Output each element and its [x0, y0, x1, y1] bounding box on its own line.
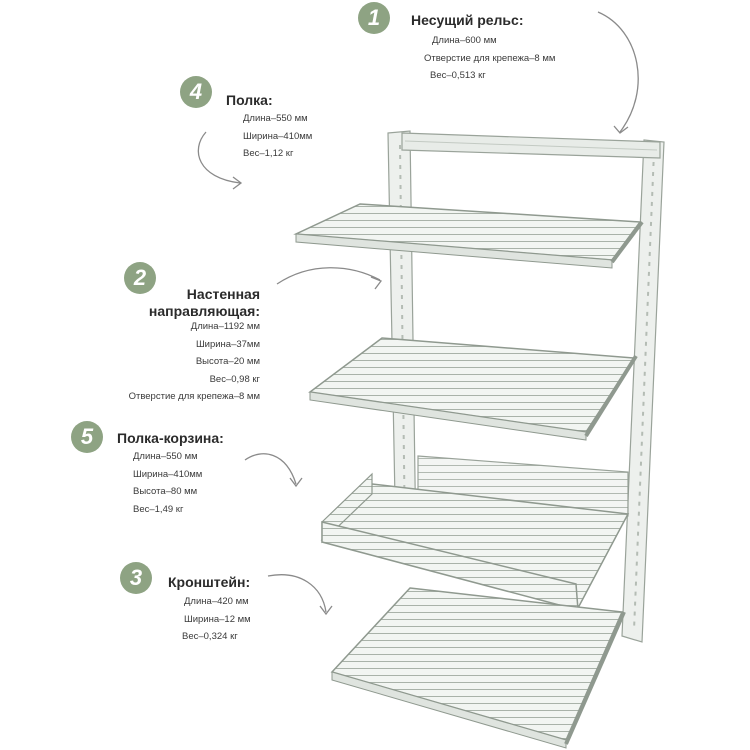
arrow-2-icon [276, 267, 381, 285]
callout-specs-rail: Длина–600 мм Отверстие для крепежа–8 мм … [424, 32, 555, 85]
badge-4: 4 [180, 76, 212, 108]
wire-shelf-middle [308, 337, 638, 441]
callout-specs-bracket: Длина–420 мм Ширина–12 мм Вес–0,324 кг [182, 593, 251, 646]
spec-line: Вес–0,324 кг [182, 631, 238, 642]
badge-5: 5 [71, 421, 103, 453]
spec-line: Ширина–410мм [133, 468, 203, 480]
spec-line: Ширина–37мм [195, 338, 260, 350]
arrow-3-icon [267, 574, 327, 613]
title-line: направляющая: [148, 303, 260, 319]
callout-title-rail: Несущий рельс: [411, 12, 524, 28]
wall-upright-right [621, 139, 665, 643]
badge-2: 2 [124, 262, 156, 294]
wire-shelf-bottom [330, 587, 626, 749]
spec-line: Вес–0,513 кг [430, 70, 486, 81]
spec-line: Длина–550 мм [133, 451, 198, 462]
spec-line: Вес–1,49 кг [133, 503, 184, 515]
spec-line: Ширина–410мм [243, 130, 313, 142]
spec-line: Длина–600 мм [432, 35, 497, 46]
arrow-4-icon [197, 131, 241, 184]
callout-title-shelf: Полка: [226, 92, 273, 108]
top-rail [401, 132, 661, 159]
callout-title-wall-guide: Настенная направляющая: [149, 286, 260, 320]
spec-line: Вес–1,12 кг [243, 148, 294, 159]
spec-line: Отверстие для крепежа–8 мм [128, 391, 260, 402]
wire-shelf-top [293, 203, 644, 269]
badge-1: 1 [358, 2, 390, 34]
callout-title-bracket: Кронштейн: [168, 574, 251, 590]
callout-specs-wall-guide: Длина–1192 мм Ширина–37мм Высота–20 мм В… [129, 318, 260, 406]
title-line: Настенная [186, 286, 260, 302]
spec-line: Вес–0,98 кг [209, 373, 260, 385]
callout-specs-basket: Длина–550 мм Ширина–410мм Высота–80 мм В… [133, 448, 202, 518]
spec-line: Длина–420 мм [184, 596, 249, 607]
basket-shelf [320, 455, 630, 611]
callout-specs-shelf: Длина–550 мм Ширина–410мм Вес–1,12 кг [243, 110, 312, 163]
spec-line: Отверстие для крепежа–8 мм [424, 52, 556, 64]
spec-line: Высота–20 мм [195, 356, 260, 367]
spec-line: Ширина–12 мм [184, 613, 251, 625]
arrow-5-icon [244, 453, 297, 485]
spec-line: Длина–550 мм [243, 113, 308, 124]
spec-line: Высота–80 мм [133, 486, 198, 497]
badge-3: 3 [120, 562, 152, 594]
annotation-arrows [197, 11, 639, 616]
spec-line: Длина–1192 мм [190, 321, 260, 332]
callout-title-basket: Полка-корзина: [117, 430, 224, 446]
arrow-1-icon [597, 11, 639, 133]
